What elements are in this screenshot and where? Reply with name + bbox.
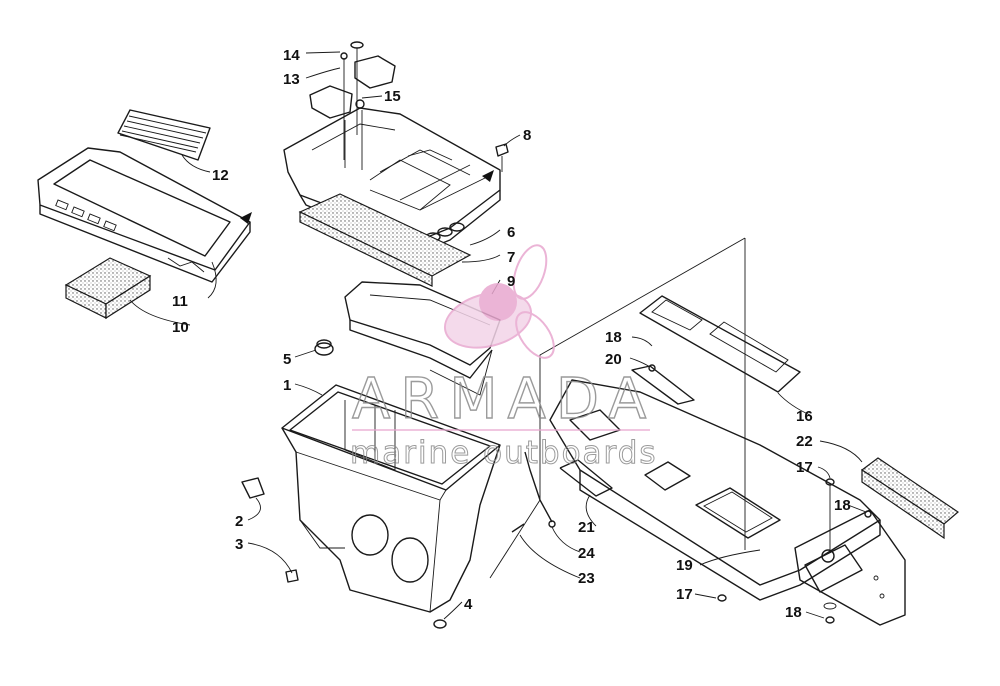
callouts: 14 13 15 8 12 6 7 9 11 10 5 1 18 20 16 2…	[172, 47, 851, 621]
callout-10: 10	[172, 319, 189, 336]
trim-frame	[639, 295, 801, 393]
callout-7: 7	[507, 249, 515, 266]
callout-6: 6	[507, 224, 515, 241]
callout-8: 8	[523, 127, 531, 144]
watermark-tagline: marine outboards	[350, 435, 658, 471]
callout-12: 12	[212, 167, 229, 184]
callout-1: 1	[283, 377, 291, 394]
foam-block	[64, 257, 152, 320]
vent-grille	[117, 109, 211, 161]
callout-3: 3	[235, 536, 243, 553]
clip-3	[285, 569, 299, 583]
leader-lines	[129, 51, 867, 620]
bracket-21	[559, 459, 613, 497]
foam-block-22	[860, 457, 959, 540]
callout-13: 13	[283, 71, 300, 88]
callout-9: 9	[507, 273, 515, 290]
watermark-brand: ARMADA	[352, 367, 656, 432]
clip-2	[241, 477, 265, 499]
callout-20: 20	[605, 351, 622, 368]
bracket-20	[631, 364, 695, 405]
callout-14: 14	[283, 47, 300, 64]
callout-23: 23	[578, 570, 595, 587]
callout-24: 24	[578, 545, 595, 562]
callout-18-bottom: 18	[785, 604, 802, 621]
callout-4: 4	[464, 596, 473, 613]
explode-lines	[489, 237, 746, 579]
callout-15: 15	[384, 88, 401, 105]
watermark-logo	[443, 244, 555, 359]
fastener-17-bottom	[717, 594, 727, 602]
fastener-17-top	[825, 478, 835, 550]
fastener-18-bottom	[823, 602, 837, 624]
callout-18-right: 18	[834, 497, 851, 514]
callout-19: 19	[676, 557, 693, 574]
bolt-8	[495, 143, 509, 172]
callout-2: 2	[235, 513, 243, 530]
console-box	[281, 384, 501, 613]
screw-set	[309, 41, 396, 160]
callout-22: 22	[796, 433, 813, 450]
tray-foam-pad	[298, 193, 472, 287]
nut-4	[433, 619, 447, 629]
fastener-18-right	[864, 510, 872, 518]
callout-17-bottom: 17	[676, 586, 693, 603]
callout-18-top: 18	[605, 329, 622, 346]
callout-16: 16	[796, 408, 813, 425]
callout-5: 5	[283, 351, 291, 368]
knob-5	[314, 339, 334, 356]
callout-11: 11	[172, 293, 188, 310]
instrument-bezel	[37, 147, 252, 283]
end-panel	[794, 509, 906, 626]
callout-21: 21	[578, 519, 595, 536]
screw-23	[511, 523, 525, 533]
callout-17-top: 17	[796, 459, 813, 476]
watermark: ARMADA marine outboards	[350, 244, 658, 472]
